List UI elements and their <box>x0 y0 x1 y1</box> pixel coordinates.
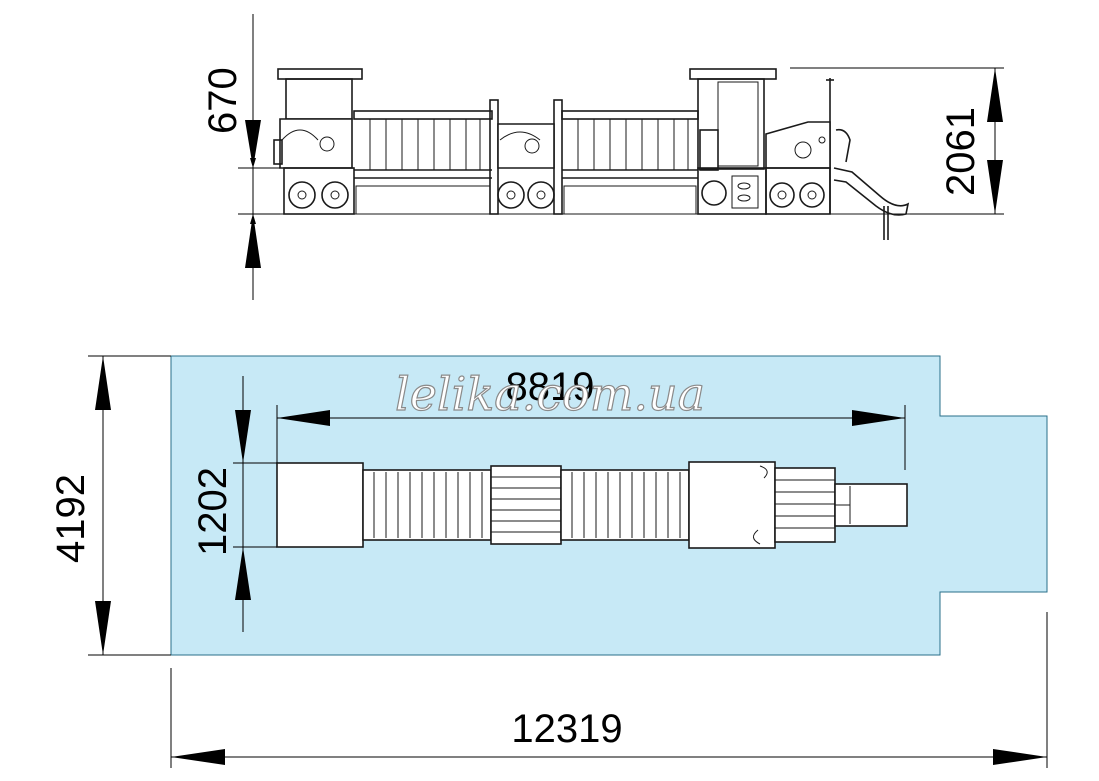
arrow-down-icon <box>95 601 111 655</box>
watermark-text: lelika.com.ua <box>395 367 705 421</box>
dim-2061-label: 2061 <box>939 107 983 196</box>
arrow-up-icon <box>95 356 111 410</box>
arrow-right-icon <box>852 410 905 426</box>
dim-4192: 4192 <box>49 355 171 656</box>
arrow-left-icon <box>277 410 330 426</box>
plan-view: 8819 1202 4192 12319 <box>49 355 1048 768</box>
arrow-left-icon <box>171 749 225 765</box>
dim-12319: 12319 <box>170 612 1048 768</box>
equipment-plan <box>276 461 908 549</box>
arrow-up-icon <box>245 214 261 268</box>
arrow-up-icon <box>235 547 251 600</box>
right-tower <box>689 68 777 215</box>
arrow-down-icon <box>245 120 261 168</box>
arrow-up-icon <box>987 68 1003 122</box>
dim-12319-label: 12319 <box>511 707 622 751</box>
arrow-down-icon <box>235 410 251 463</box>
dim-2061: 2061 <box>790 67 1004 215</box>
side-elevation: 670 2061 <box>201 14 1004 300</box>
bridge-2 <box>561 110 699 215</box>
dim-4192-label: 4192 <box>49 474 93 563</box>
arrow-right-icon <box>993 749 1047 765</box>
end-module <box>765 78 910 240</box>
middle-module <box>489 99 563 215</box>
dim-670-label: 670 <box>201 67 245 134</box>
dim-1202-label: 1202 <box>191 467 235 556</box>
bridge-1 <box>353 110 493 215</box>
dim-8819: 8819 <box>276 365 906 470</box>
dim-1202: 1202 <box>191 376 277 632</box>
arrow-down-icon <box>987 160 1003 214</box>
dim-670: 670 <box>201 14 280 300</box>
dim-8819-label: 8819 <box>506 365 595 409</box>
left-tower <box>273 68 363 215</box>
